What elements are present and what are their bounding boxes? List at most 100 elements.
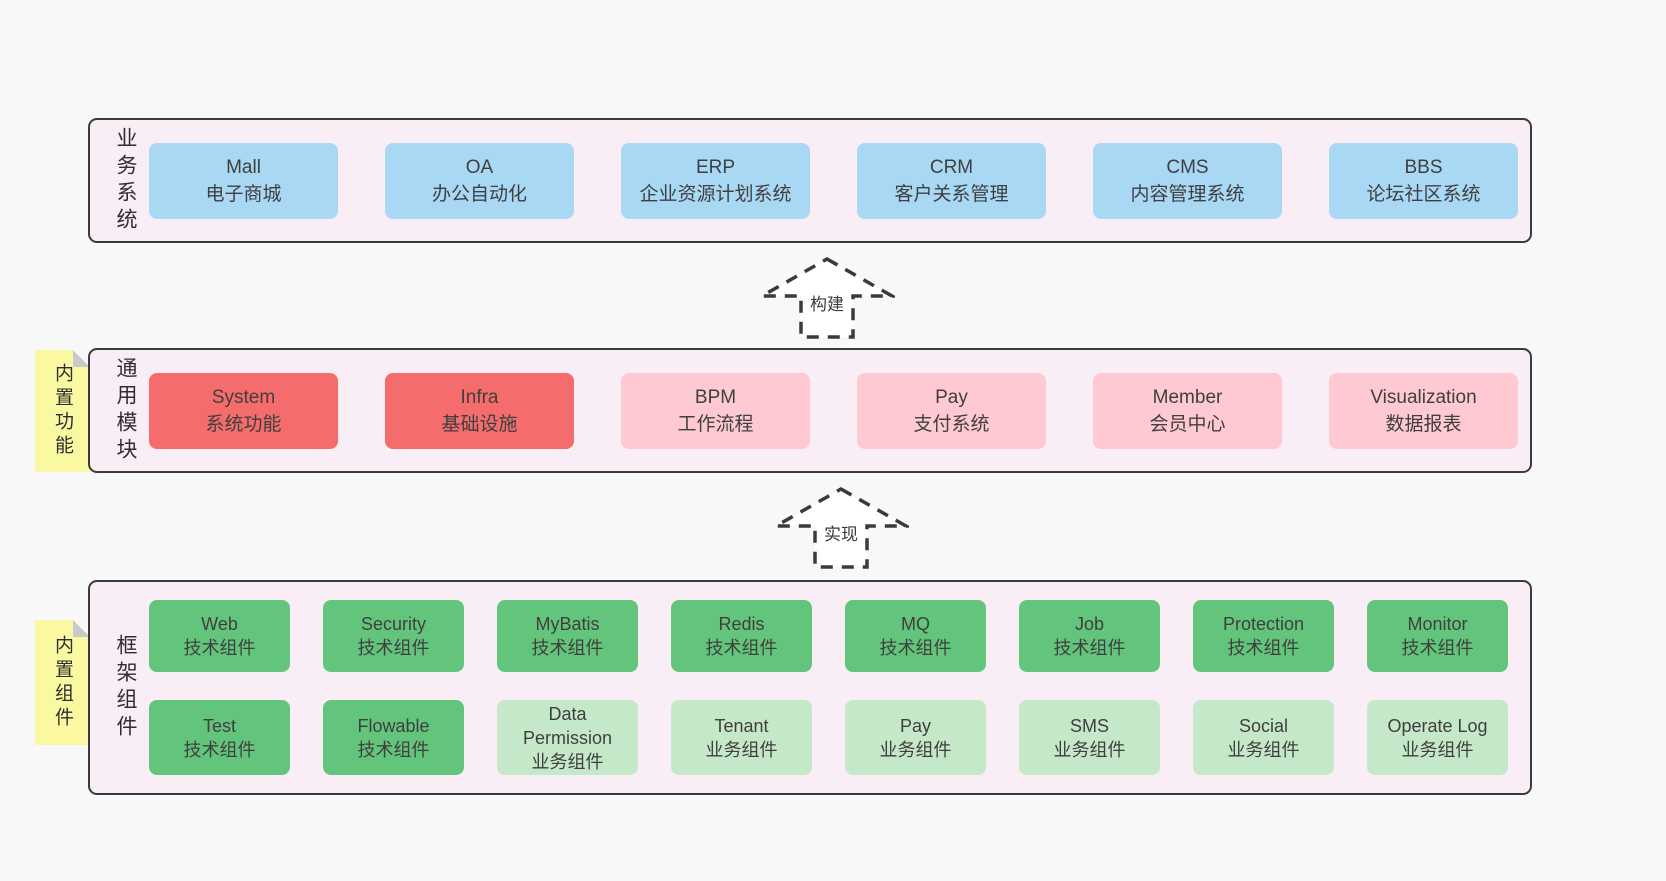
box-title: Social [1238, 715, 1289, 736]
box-subtitle: 内容管理系统 [1130, 183, 1245, 205]
box-title: Pay [899, 715, 932, 736]
box-redis: Redis 技术组件 [671, 600, 812, 672]
framework-row-1: Web 技术组件 Security 技术组件 MyBatis 技术组件 Redi… [149, 600, 1508, 672]
box-title: Operate Log [1387, 715, 1488, 736]
box-security: Security 技术组件 [323, 600, 464, 672]
box-oa: OA 办公自动化 [385, 142, 574, 219]
box-subtitle: 基础设施 [441, 413, 518, 435]
box-test: Test 技术组件 [149, 700, 290, 775]
panel-business-systems: 业务系统 Mall 电子商城 OA 办公自动化 ERP 企业资源计划系统 CRM… [88, 118, 1532, 243]
box-title: Web [201, 614, 238, 634]
box-bbs: BBS 论坛社区系统 [1329, 142, 1518, 219]
box-mq: MQ 技术组件 [845, 600, 986, 672]
arrow-implement: 实现 [773, 486, 909, 570]
box-title: Mall [226, 156, 261, 178]
box-subtitle: 企业资源计划系统 [639, 183, 792, 205]
box-title: Test [202, 715, 236, 736]
box-bpm: BPM 工作流程 [621, 372, 810, 449]
box-subtitle: 技术组件 [183, 739, 256, 760]
box-subtitle: 技术组件 [357, 739, 430, 760]
box-protection: Protection 技术组件 [1193, 600, 1334, 672]
box-monitor: Monitor 技术组件 [1367, 600, 1508, 672]
box-subtitle: 技术组件 [1227, 638, 1300, 658]
box-subtitle: 技术组件 [1401, 638, 1474, 658]
box-pay-component: Pay 业务组件 [845, 700, 986, 775]
box-title: SMS [1069, 715, 1109, 736]
box-title: Visualization [1370, 386, 1477, 408]
arrow-implement-label: 实现 [821, 520, 861, 545]
box-mall: Mall 电子商城 [149, 142, 338, 219]
box-title: Infra [460, 386, 499, 408]
box-web: Web 技术组件 [149, 600, 290, 672]
panel-framework-label: 框架组件 [114, 633, 137, 742]
box-title: Job [1074, 614, 1105, 634]
box-infra: Infra 基础设施 [385, 372, 574, 449]
box-crm: CRM 客户关系管理 [857, 142, 1046, 219]
sticky-built-in-functions: 内置功能 [35, 350, 90, 472]
module-boxes: System 系统功能 Infra 基础设施 BPM 工作流程 Pay 支付系统… [149, 372, 1518, 449]
box-title: System [211, 386, 276, 408]
box-sms: SMS 业务组件 [1019, 700, 1160, 775]
box-visualization: Visualization 数据报表 [1329, 372, 1518, 449]
box-erp: ERP 企业资源计划系统 [621, 142, 810, 219]
box-subtitle: 业务组件 [705, 739, 778, 760]
box-title: Data Permission [522, 703, 613, 748]
box-subtitle: 技术组件 [357, 638, 430, 658]
panel-modules-label: 通用模块 [114, 356, 137, 465]
box-subtitle: 电子商城 [205, 183, 282, 205]
box-subtitle: 办公自动化 [431, 183, 527, 205]
box-title: Monitor [1407, 614, 1468, 634]
box-subtitle: 技术组件 [183, 638, 256, 658]
box-cms: CMS 内容管理系统 [1093, 142, 1282, 219]
box-subtitle: 技术组件 [531, 638, 604, 658]
box-operate-log: Operate Log 业务组件 [1367, 700, 1508, 775]
panel-common-modules: 通用模块 System 系统功能 Infra 基础设施 BPM 工作流程 Pay… [88, 348, 1532, 473]
box-subtitle: 论坛社区系统 [1366, 183, 1481, 205]
arrow-build: 构建 [759, 256, 895, 340]
box-title: Redis [718, 614, 765, 634]
box-title: Security [360, 614, 427, 634]
box-subtitle: 业务组件 [1401, 739, 1474, 760]
box-title: CMS [1166, 156, 1209, 178]
box-flowable: Flowable 技术组件 [323, 700, 464, 775]
box-title: ERP [695, 156, 736, 178]
sticky-label: 内置组件 [52, 634, 73, 731]
box-subtitle: 客户关系管理 [894, 183, 1009, 205]
box-subtitle: 业务组件 [1227, 739, 1300, 760]
box-pay-module: Pay 支付系统 [857, 372, 1046, 449]
box-title: BBS [1404, 156, 1443, 178]
box-subtitle: 会员中心 [1149, 413, 1226, 435]
box-title: Flowable [357, 715, 430, 736]
box-subtitle: 技术组件 [1053, 638, 1126, 658]
box-tenant: Tenant 业务组件 [671, 700, 812, 775]
box-subtitle: 业务组件 [1053, 739, 1126, 760]
box-data-permission: Data Permission 业务组件 [497, 700, 638, 775]
box-title: Member [1152, 386, 1223, 408]
box-subtitle: 业务组件 [879, 739, 952, 760]
box-subtitle: 数据报表 [1385, 413, 1462, 435]
box-title: MQ [901, 614, 930, 634]
box-job: Job 技术组件 [1019, 600, 1160, 672]
arrow-build-label: 构建 [807, 290, 847, 315]
sticky-built-in-components: 内置组件 [35, 620, 90, 745]
box-title: Tenant [714, 715, 769, 736]
box-title: BPM [694, 386, 737, 408]
box-title: OA [465, 156, 494, 178]
box-mybatis: MyBatis 技术组件 [497, 600, 638, 672]
framework-rows: Web 技术组件 Security 技术组件 MyBatis 技术组件 Redi… [149, 600, 1508, 775]
box-subtitle: 支付系统 [913, 413, 990, 435]
box-system: System 系统功能 [149, 372, 338, 449]
panel-framework-components: 框架组件 Web 技术组件 Security 技术组件 MyBatis 技术组件… [88, 580, 1532, 795]
box-title: Pay [935, 386, 968, 408]
box-social: Social 业务组件 [1193, 700, 1334, 775]
box-subtitle: 技术组件 [879, 638, 952, 658]
box-subtitle: 技术组件 [705, 638, 778, 658]
box-subtitle: 业务组件 [531, 751, 604, 772]
box-title: Protection [1222, 614, 1305, 634]
box-subtitle: 工作流程 [677, 413, 754, 435]
sticky-label: 内置功能 [52, 363, 73, 459]
box-member: Member 会员中心 [1093, 372, 1282, 449]
box-title: CRM [929, 156, 974, 178]
panel-business-label: 业务系统 [114, 126, 137, 235]
business-boxes: Mall 电子商城 OA 办公自动化 ERP 企业资源计划系统 CRM 客户关系… [149, 142, 1518, 219]
